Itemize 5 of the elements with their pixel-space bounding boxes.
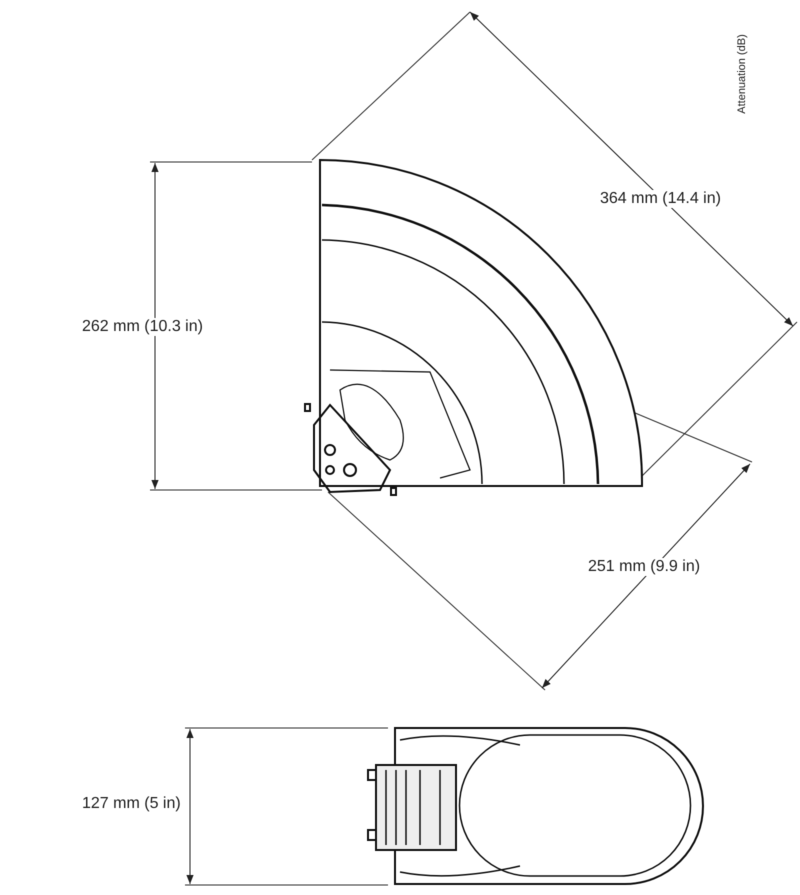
dimension-label: 364 mm (14.4 in)	[598, 190, 723, 208]
dimension-label: 251 mm (9.9 in)	[586, 558, 702, 576]
dimension-label: 262 mm (10.3 in)	[80, 318, 205, 336]
axis-title: Attenuation (dB)	[736, 32, 748, 116]
dimension-label: 127 mm (5 in)	[80, 795, 183, 813]
